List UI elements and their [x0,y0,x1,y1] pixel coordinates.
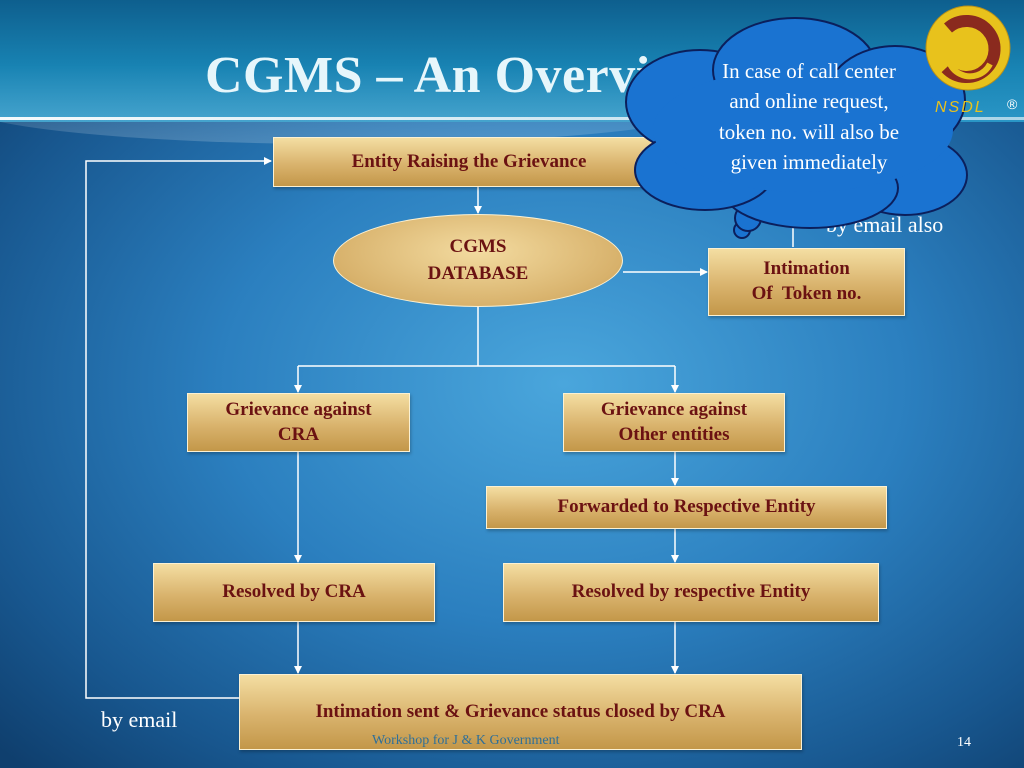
intimation-closed-label: Intimation sent & Grievance status close… [315,700,726,722]
intimation-closed-box: Intimation sent & Grievance status close… [239,674,802,750]
callout-line-4: given immediately [730,150,888,175]
slide-footer: Workshop for J & K Government [372,733,560,748]
resolved-cra-label: Resolved by CRA [222,581,366,603]
title-rule [0,117,1024,120]
callout-text: In case of call center and online reques… [678,56,940,178]
callout-line-3: token no. will also be [718,119,900,144]
grievance-cra-line-1: Grievance against [225,398,372,420]
by-email-label: by email [101,707,178,732]
grievance-other-line-1: Grievance against [600,398,748,420]
resolved-entity-label: Resolved by respective Entity [571,581,811,603]
grievance-against-cra-box: Grievance against CRA [187,393,410,452]
feedback-loop-line [85,157,272,699]
database-line-1: CGMS [449,235,507,257]
forwarded-label: Forwarded to Respective Entity [557,496,816,518]
callout-line-1: In case of call center [722,59,896,83]
logo-registered: ® [1007,96,1018,112]
intimation-token-line-1: Intimation [763,258,850,280]
callout-line-2: and online request, [729,89,889,114]
forwarded-to-entity-box: Forwarded to Respective Entity [486,486,887,529]
grievance-other-line-2: Other entities [618,423,730,445]
grievance-cra-line-2: CRA [277,423,320,445]
grievance-against-other-box: Grievance against Other entities [563,393,785,452]
intimation-token-line-2: Of Token no. [751,283,862,304]
resolved-by-cra-box: Resolved by CRA [153,563,435,622]
cgms-database-ellipse: CGMS DATABASE [333,214,623,307]
resolved-by-entity-box: Resolved by respective Entity [503,563,879,622]
database-line-2: DATABASE [427,262,529,284]
logo-text: NSDL [935,99,986,116]
entity-raising-grievance-label: Entity Raising the Grievance [351,150,587,172]
intimation-token-box: Intimation Of Token no. [708,248,905,316]
page-number: 14 [957,735,971,750]
title-band-swoosh [0,64,720,144]
entity-raising-grievance-box: Entity Raising the Grievance [273,137,665,187]
